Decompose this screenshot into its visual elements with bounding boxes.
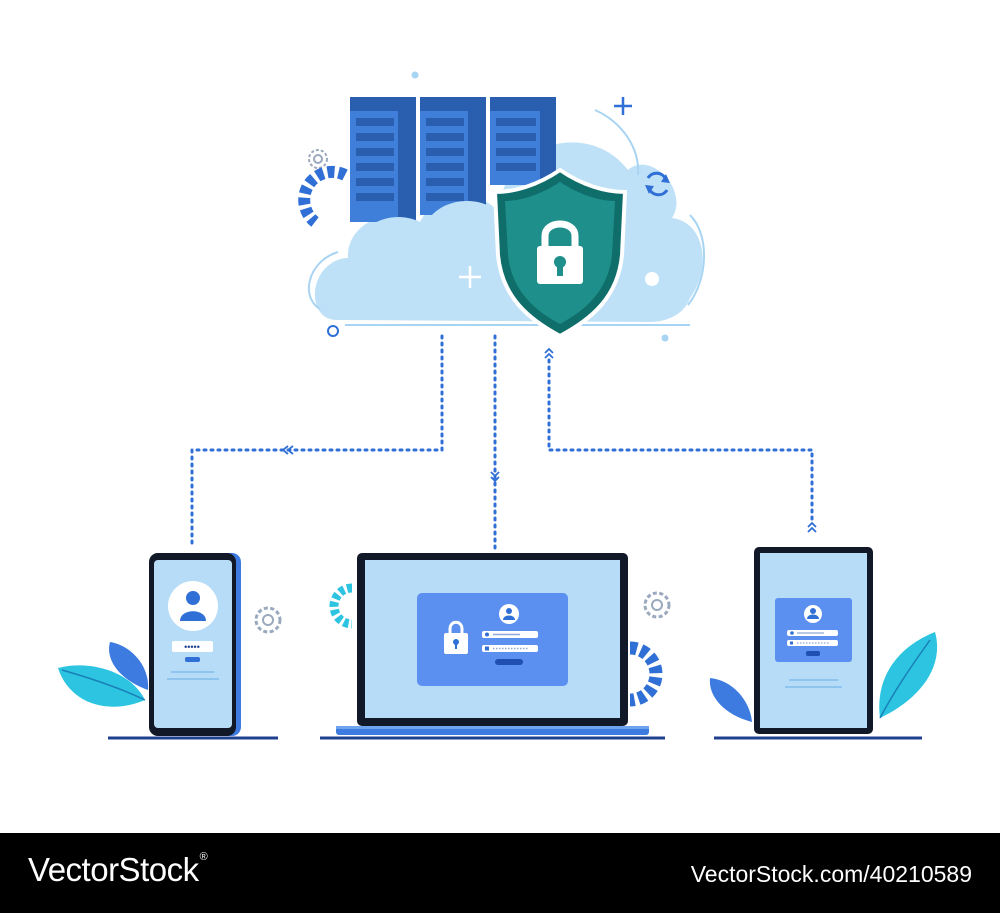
brand-logo: VectorStock® [28,851,208,889]
gear-icon [643,591,671,619]
plus-icon [614,97,632,115]
login-button [806,651,820,656]
server-rack-1 [350,97,416,222]
connector-arrows [281,347,817,533]
login-panel [417,593,568,686]
watermark-footer: VectorStock® VectorStock.com/40210589 [0,833,1000,913]
padlock-icon [444,620,468,654]
password-field [482,645,538,652]
login-button [495,659,523,665]
connector-phone [190,334,444,550]
leaf-icon [709,678,752,722]
cloud-front-lobe [315,201,500,318]
large-gear-icon [629,641,663,707]
gear-icon [329,583,353,629]
dot-decoration [411,71,419,79]
server-rack-2 [420,97,486,215]
connector-tablet [547,358,814,522]
image-id: VectorStock.com/40210589 [690,861,972,887]
password-field [172,641,213,652]
gear-icon [254,606,282,634]
top-decorations [298,71,670,342]
tablet-device [709,547,938,740]
chevron-left-icon [281,445,294,455]
leaf-icon [109,642,149,690]
ring-decoration [327,325,339,337]
plus-icon [459,266,481,288]
avatar [168,581,218,631]
server-rack-group [315,97,556,318]
network-connectors [190,334,814,550]
cloud-outline [307,109,706,311]
laptop-device [320,553,671,740]
padlock-icon [537,220,583,284]
registered-mark: ® [199,851,208,863]
chevron-up-icon [544,347,554,359]
sync-icon [645,171,670,197]
password-mask: ••••• [184,642,200,652]
login-button [185,657,200,662]
leaf-icon [879,632,938,718]
chevron-down-icon [490,471,500,483]
security-shield-icon [492,167,628,339]
large-gear-icon [298,165,348,227]
dot-decoration [661,334,669,342]
server-rack-3 [490,97,556,185]
smartphone-device: ••••• [58,553,282,740]
cloud-security-illustration: ••••• [58,71,938,740]
brand-name: VectorStock [28,851,199,888]
dot-decoration [645,272,659,286]
gear-icon [308,149,328,169]
chevron-up-icon [807,521,817,533]
